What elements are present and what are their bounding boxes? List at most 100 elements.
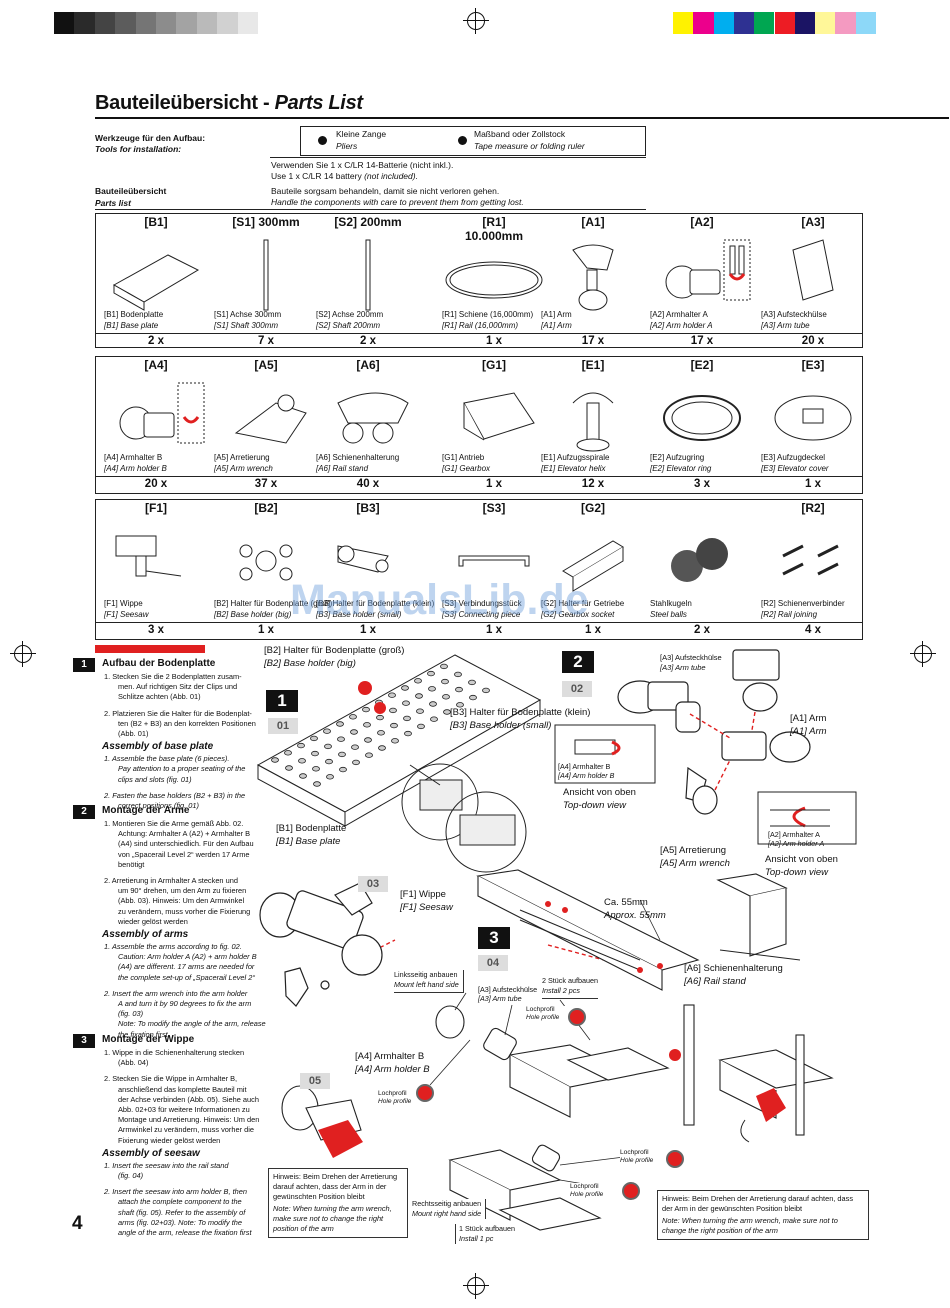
part-quantity: 7 x <box>258 335 274 347</box>
part-name-en: [S2] Shaft 200mm <box>316 321 381 330</box>
step-text-de: Achtung: Armhalter A (A2) + Armhalter B <box>118 829 251 839</box>
step-text-en: 2. Fasten the base holders (B2 + B3) in … <box>104 790 246 800</box>
color-swatch <box>815 12 836 34</box>
part-caption: [B1] Bodenplatte[B1] Base plate <box>104 309 163 331</box>
part-name-de: [A3] Aufsteckhülse <box>761 310 827 319</box>
part-code: [G2] <box>581 501 605 515</box>
label-b1-en: [B1] Base plate <box>276 836 341 847</box>
step-text-de: 1. Montieren Sie die Arme gemäß Abb. 02. <box>104 819 244 828</box>
part-caption: [E1] Aufzugsspirale[E1] Elevator helix <box>541 452 609 474</box>
qty-divider <box>96 476 862 477</box>
parts-label-de: Bauteileübersicht <box>95 186 167 196</box>
step-text-en: Pay attention to a proper seating of the <box>118 764 246 774</box>
part-illustration-icon <box>445 261 543 299</box>
gray-swatch <box>74 12 95 34</box>
part-quantity: 20 x <box>144 478 168 490</box>
label-a4-small-en: [A4] Arm holder B <box>558 771 615 780</box>
parts-label-en: Parts list <box>95 198 131 208</box>
step-text-en: 2. Insert the seesaw into arm holder B, … <box>104 1187 247 1197</box>
step-text-de: 1. Stecken Sie die 2 Bodenplatten zusam- <box>104 672 242 681</box>
label-right-en: Mount right hand side <box>412 1209 482 1218</box>
step-text-en: arms (fig. 02+03). Note: To modify the <box>118 1217 242 1227</box>
part-illustration-icon <box>458 555 530 567</box>
label-a1-de: [A1] Arm <box>790 713 827 724</box>
top-view-box-a2 <box>757 791 857 845</box>
part-quantity: 17 x <box>581 335 605 347</box>
part-code: [S3] <box>482 501 506 515</box>
page-number: 4 <box>72 1213 83 1234</box>
part-name-de: [E3] Aufzugdeckel <box>761 453 826 462</box>
label-a2-small-en: [A2] Arm holder A <box>768 839 825 848</box>
qty-divider <box>96 622 862 623</box>
part-name-en: [A2] Arm holder A <box>650 321 713 330</box>
fig-02-badge: 02 <box>562 681 592 697</box>
step-text-de: men. Auf richtigen Sitz der Clips und <box>118 682 238 692</box>
part-quantity: 2 x <box>360 335 376 347</box>
note2-en: Note: When turning the arm wrench, make … <box>662 1216 838 1235</box>
step-text-en: Caution: Arm holder A (A2) + arm holder … <box>118 952 257 962</box>
part-illustration-icon <box>572 244 614 311</box>
part-name-en: [R2] Rail joining <box>761 610 818 619</box>
label-a4-de: [A4] Armhalter B <box>355 1051 425 1062</box>
divider <box>95 209 646 210</box>
step-text-de: 2. Stecken Sie die Wippe in Armhalter B, <box>104 1074 238 1084</box>
part-name-de: [E1] Aufzugsspirale <box>541 453 610 462</box>
part-code: [E1] <box>581 358 605 372</box>
top-view-part <box>574 739 616 755</box>
hole-profile-icon <box>666 1150 684 1168</box>
hole-profile-icon <box>416 1084 434 1102</box>
part-caption: [A1] Arm[A1] Arm <box>541 309 572 331</box>
part-illustration-icon <box>365 239 371 311</box>
part-caption: [A4] Armhalter B[A4] Arm holder B <box>104 452 167 474</box>
gray-swatch <box>176 12 197 34</box>
color-swatch <box>693 12 714 34</box>
part-quantity: 1 x <box>486 335 502 347</box>
gray-swatch <box>135 12 156 34</box>
tools-box <box>300 126 646 156</box>
detail-circle <box>401 763 479 841</box>
fig-03-badge: 03 <box>358 876 388 892</box>
step-text-de: 2. Platzieren Sie die Halter für die Bod… <box>104 708 252 718</box>
label-topview-en: Top-down view <box>563 800 627 811</box>
part-illustration-icon <box>337 392 409 444</box>
title-rule <box>95 117 949 119</box>
step-text-en: the complete set-up of „Spacerail Level … <box>118 972 255 982</box>
part-quantity: 4 x <box>805 624 821 636</box>
step-text-de: Abb. 02+03 für weitere Informationen zu <box>118 1105 250 1114</box>
step-text-de: benötigt <box>118 859 145 869</box>
part-name-de: [B3] Halter für Bodenplatte (klein) <box>316 599 435 608</box>
part-caption: [F1] Wippe[F1] Seesaw <box>104 598 148 620</box>
label-left-de: Linksseitig anbauen <box>394 970 458 979</box>
part-name-en: [A5] Arm wrench <box>214 464 273 473</box>
base-holder-big-icon <box>358 681 372 695</box>
step-heading-de: Aufbau der Bodenplatte <box>102 658 216 669</box>
step-text-en: clips and slots (fig. 01) <box>118 774 192 784</box>
watermark: ManualsLib.de <box>290 576 589 624</box>
part-code: [F1] <box>145 501 167 515</box>
tool-pliers-en: Pliers <box>336 141 358 151</box>
qty-divider <box>96 333 862 334</box>
part-code: [G1] <box>482 358 506 372</box>
part-name-en: [G1] Gearbox <box>442 464 491 473</box>
hole-label-en: Hole profile <box>378 1098 412 1106</box>
battery-de: Verwenden Sie 1 x C/LR 14-Batterie (nich… <box>271 160 454 170</box>
color-swatch <box>794 12 816 34</box>
registration-mark-icon <box>910 641 936 667</box>
part-code: [A4] <box>144 358 168 372</box>
part-illustration-icon <box>671 538 728 582</box>
step-text-de: (Abb. 03). Hinweis: Um den Armwinkel <box>118 896 245 906</box>
bullet-icon <box>458 136 467 145</box>
part-quantity: 1 x <box>486 624 502 636</box>
note1-en: Note: When turning the arm wrench, make … <box>273 1204 392 1233</box>
hole-label-en: Hole profile <box>620 1157 654 1165</box>
part-name-de: [S1] Achse 300mm <box>214 310 282 319</box>
step-heading-en: Assembly of base plate <box>102 741 214 753</box>
part-name-de: [S3] Verbindungsstück <box>442 599 522 608</box>
base-plate-diagram <box>256 654 542 827</box>
step-text-en: 1. Assemble the arms according to fig. 0… <box>104 942 242 951</box>
part-illustration-icon <box>112 254 200 311</box>
part-illustration-icon <box>572 392 614 452</box>
